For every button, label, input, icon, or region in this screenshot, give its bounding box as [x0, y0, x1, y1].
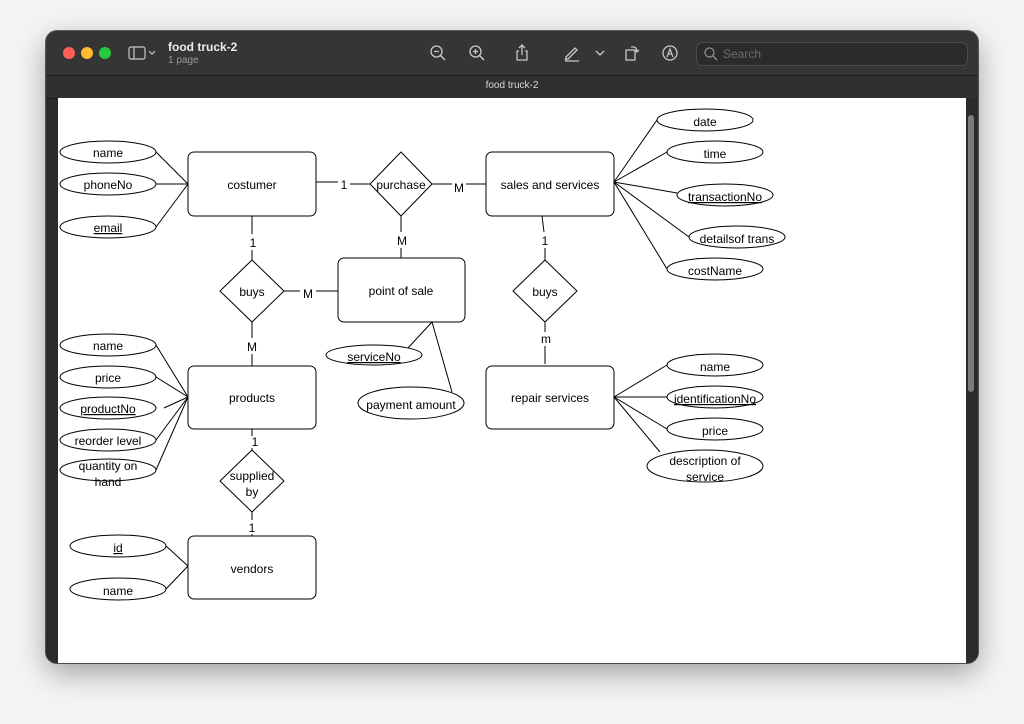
attr-products-name-label: name — [93, 339, 123, 353]
attr-sales-date — [656, 108, 754, 132]
search-placeholder: Search — [723, 47, 762, 61]
connector-lines — [155, 119, 690, 590]
attr-repair-price-label: price — [702, 424, 728, 438]
attr-products-quantity-label-2: hand — [95, 475, 122, 489]
attr-products-price-label: price — [95, 371, 121, 385]
annotate-icon[interactable] — [660, 43, 680, 63]
entity-costumer-label: costumer — [227, 178, 276, 192]
attr-sales-costname-label: costName — [688, 264, 742, 278]
entity-costumer — [187, 151, 317, 217]
close-button[interactable] — [63, 47, 75, 59]
cardinality-purchase-pos: M — [397, 234, 407, 248]
attr-vendors-id-label: id — [113, 541, 122, 555]
toolbar: food truck-2 1 page Search — [46, 31, 978, 75]
relationship-purchase-label: purchase — [376, 178, 426, 192]
attr-pos-serviceno-label: serviceNo — [347, 350, 401, 364]
cardinality-costumer-buys: 1 — [250, 236, 257, 250]
attr-sales-costname — [666, 257, 764, 281]
document-title-bar: food truck-2 — [46, 75, 978, 99]
attr-repair-description-label-1: description of — [669, 454, 741, 468]
cardinality-costumer-purchase: 1 — [341, 178, 348, 192]
entity-sales-and-services — [485, 151, 615, 217]
entity-point-of-sale — [337, 257, 466, 323]
attr-vendors-name — [69, 577, 167, 601]
er-diagram: costumer sales and services point of sal… — [59, 108, 786, 601]
attr-pos-serviceno — [325, 344, 423, 366]
attr-repair-description-label-2: service — [686, 470, 724, 484]
attr-products-price — [59, 365, 157, 389]
attr-repair-identification — [666, 385, 764, 409]
attr-costumer-phone — [59, 172, 157, 196]
window-title: food truck-2 — [168, 40, 238, 54]
preview-window: food truck-2 1 page Search — [46, 31, 978, 663]
attr-sales-details-label: detailsof trans — [700, 232, 775, 246]
attr-sales-time — [666, 140, 764, 164]
attr-costumer-email-label: email — [94, 221, 123, 235]
attr-costumer-name — [59, 140, 157, 164]
attr-repair-price — [666, 417, 764, 441]
entity-repair-services — [485, 365, 615, 430]
attr-products-reorder-label: reorder level — [75, 434, 142, 448]
entity-products — [187, 365, 317, 430]
scrollbar-thumb[interactable] — [968, 115, 974, 392]
entity-vendors — [187, 535, 317, 600]
rotate-icon[interactable] — [622, 43, 642, 63]
sidebar-icon[interactable] — [128, 43, 158, 63]
relationship-supplied-label-2: by — [246, 485, 259, 499]
attr-sales-transaction — [676, 183, 774, 207]
attr-products-productno — [59, 396, 157, 420]
relationship-supplied-label-1: supplied — [230, 469, 275, 483]
relationship-buys-right-label: buys — [532, 285, 557, 299]
attr-vendors-name-label: name — [103, 584, 133, 598]
cardinality-buys-products: M — [247, 340, 257, 354]
attr-products-productno-label: productNo — [80, 402, 136, 416]
relationship-buys-left — [219, 259, 285, 323]
cardinality-sales-buys: 1 — [542, 234, 549, 248]
zoom-out-icon[interactable] — [428, 43, 448, 63]
attr-sales-transaction-label: transactionNo — [688, 190, 762, 204]
entity-sales-label: sales and services — [501, 178, 600, 192]
page-count: 1 page — [168, 55, 199, 66]
zoom-button[interactable] — [99, 47, 111, 59]
attr-products-reorder — [59, 428, 157, 452]
attr-vendors-id — [69, 534, 167, 558]
attr-costumer-email — [59, 215, 157, 239]
search-field[interactable]: Search — [696, 42, 968, 66]
search-icon — [703, 46, 719, 67]
attr-pos-payment — [357, 386, 465, 420]
relationship-buys-left-label: buys — [239, 285, 264, 299]
attr-products-name — [59, 333, 157, 357]
attr-pos-payment-label: payment amount — [366, 398, 456, 412]
cardinality-supplied-vendors: 1 — [249, 521, 256, 535]
attr-repair-description — [646, 449, 764, 483]
attr-costumer-phone-label: phoneNo — [84, 178, 133, 192]
attr-products-quantity — [59, 458, 157, 482]
markup-pen-icon[interactable] — [562, 43, 582, 63]
attr-costumer-name-label: name — [93, 146, 123, 160]
entity-pos-label: point of sale — [369, 284, 434, 298]
attr-products-quantity-label-1: quantity on — [79, 459, 138, 473]
attr-repair-name — [666, 353, 764, 377]
share-icon[interactable] — [512, 43, 532, 63]
minimize-button[interactable] — [81, 47, 93, 59]
cardinality-products-supplied: 1 — [252, 435, 259, 449]
attr-repair-name-label: name — [700, 360, 730, 374]
document-page: costumer sales and services point of sal… — [58, 98, 966, 663]
attr-sales-details — [688, 225, 786, 249]
attr-repair-identification-label: identificationNo — [674, 392, 756, 406]
relationship-purchase — [369, 151, 433, 217]
attr-sales-date-label: date — [693, 115, 717, 129]
entity-products-label: products — [229, 391, 275, 405]
entity-repair-label: repair services — [511, 391, 589, 405]
chevron-down-icon[interactable] — [594, 43, 606, 63]
zoom-in-icon[interactable] — [467, 43, 487, 63]
relationship-supplied-by — [219, 449, 285, 513]
relationship-buys-right — [512, 259, 578, 323]
cardinality-purchase-sales: M — [454, 181, 464, 195]
cardinality-buys-repair: m — [541, 332, 551, 346]
attr-sales-time-label: time — [704, 147, 727, 161]
entity-vendors-label: vendors — [231, 562, 274, 576]
cardinality-buys-pos: M — [303, 287, 313, 301]
document-title: food truck-2 — [485, 80, 539, 91]
